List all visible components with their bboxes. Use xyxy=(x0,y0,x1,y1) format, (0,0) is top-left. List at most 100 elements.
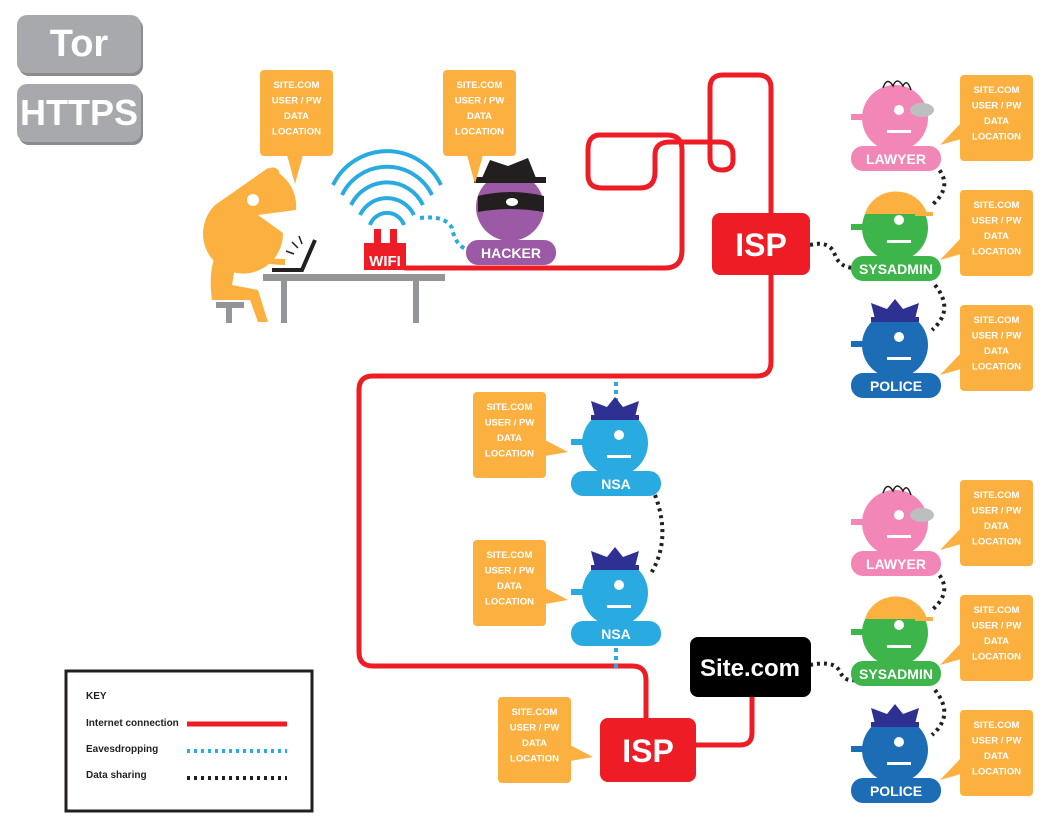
laptop-icon xyxy=(272,239,317,272)
isp1-label: ISP xyxy=(735,227,787,263)
bubble-line: SITE.COM xyxy=(487,402,533,413)
lawyer1-label: LAWYER xyxy=(866,151,926,167)
bubble-line: DATA xyxy=(984,521,1009,532)
police-cap-icon xyxy=(591,547,639,567)
hacker: HACKER xyxy=(466,158,556,265)
isp-node-2: ISP xyxy=(600,718,696,782)
key-label-eavesdrop: Eavesdropping xyxy=(86,744,158,755)
bubble-line: LOCATION xyxy=(485,449,534,460)
bubble-line: SITE.COM xyxy=(974,605,1020,616)
bubble-line: LOCATION xyxy=(972,362,1021,373)
police-cap-icon xyxy=(871,704,919,724)
bubble-line: SITE.COM xyxy=(974,315,1020,326)
police2-label: POLICE xyxy=(870,783,922,799)
sharing-sysadmin-police1 xyxy=(930,283,947,332)
key-label-internet: Internet connection xyxy=(86,718,179,729)
eavesdrop-hacker-wifi xyxy=(419,215,471,252)
nsa1-label: NSA xyxy=(601,476,631,492)
police-cap-icon xyxy=(871,299,919,319)
tab-tor[interactable]: Tor xyxy=(17,15,141,73)
sysadmin1-label: SYSADMIN xyxy=(859,261,933,277)
site-label: Site.com xyxy=(700,655,800,682)
bubble-line: USER / PW xyxy=(972,216,1022,227)
data-exposure-bubble: SITE.COM USER / PW DATA LOCATION xyxy=(498,697,593,783)
bubble-line: LOCATION xyxy=(972,767,1021,778)
hard-hat-icon xyxy=(865,191,927,214)
police-figure: POLICE xyxy=(851,704,941,803)
bubble-line: USER / PW xyxy=(972,506,1022,517)
isp2-label: ISP xyxy=(622,733,674,769)
bubble-line: LOCATION xyxy=(972,132,1021,143)
bubble-line: LOCATION xyxy=(510,754,559,765)
nsa-figure: NSA xyxy=(571,547,661,646)
connection-wifi-isp1 xyxy=(402,72,774,271)
bubble-line: DATA xyxy=(497,433,522,444)
sysadmin-figure: SYSADMIN xyxy=(851,596,941,686)
legend-key: KEY Internet connection Eavesdropping Da… xyxy=(64,669,314,813)
bubble-line: SITE.COM xyxy=(274,80,320,91)
headset-icon xyxy=(910,103,934,117)
data-exposure-bubble: SITE.COM USER / PW DATA LOCATION xyxy=(940,75,1033,161)
bubble-line: SITE.COM xyxy=(974,720,1020,731)
sysadmin-figure: SYSADMIN xyxy=(851,191,941,281)
bubble-line: USER / PW xyxy=(972,331,1022,342)
isp-node-1: ISP xyxy=(712,213,810,275)
hacker-label: HACKER xyxy=(481,245,541,261)
user-at-laptop xyxy=(203,167,445,323)
police1-label: POLICE xyxy=(870,378,922,394)
sysadmin2-label: SYSADMIN xyxy=(859,666,933,682)
sharing-lawyer-sysadmin2 xyxy=(930,568,947,612)
data-exposure-bubble: SITE.COM USER / PW DATA LOCATION xyxy=(473,392,568,478)
wifi-label: WIFI xyxy=(369,253,401,270)
hat-icon xyxy=(482,158,536,178)
bubble-line: LOCATION xyxy=(455,127,504,138)
bubble-line: USER / PW xyxy=(972,101,1022,112)
bubble-line: SITE.COM xyxy=(512,707,558,718)
bubble-line: DATA xyxy=(497,581,522,592)
bubble-line: LOCATION xyxy=(972,537,1021,548)
sharing-isp1-sysadmin xyxy=(809,241,856,270)
data-exposure-bubble: SITE.COM USER / PW DATA LOCATION xyxy=(940,710,1033,796)
sharing-site-sysadmin2 xyxy=(809,661,856,683)
bubble-line: LOCATION xyxy=(972,247,1021,258)
bubble-line: USER / PW xyxy=(485,566,535,577)
sharing-lawyer-sysadmin1 xyxy=(930,163,947,207)
sharing-nsa1-nsa2 xyxy=(648,494,665,577)
wifi-signal-icon xyxy=(331,149,443,226)
bubble-line: DATA xyxy=(522,738,547,749)
bubble-line: SITE.COM xyxy=(457,80,503,91)
lawyer-figure: LAWYER xyxy=(851,80,941,171)
bubble-line: DATA xyxy=(284,111,309,122)
bubble-line: SITE.COM xyxy=(974,85,1020,96)
data-sharing-lines xyxy=(648,163,947,737)
key-title: KEY xyxy=(86,691,107,702)
bubble-line: USER / PW xyxy=(972,621,1022,632)
bubble-line: USER / PW xyxy=(272,96,322,107)
bubble-line: DATA xyxy=(984,346,1009,357)
key-label-sharing: Data sharing xyxy=(86,770,147,781)
nsa2-label: NSA xyxy=(601,626,631,642)
bubble-line: USER / PW xyxy=(972,736,1022,747)
bubble-line: DATA xyxy=(467,111,492,122)
bubble-line: SITE.COM xyxy=(974,490,1020,501)
nsa-figure: NSA xyxy=(571,397,661,496)
site-node: Site.com xyxy=(690,637,811,697)
bubble-line: SITE.COM xyxy=(974,200,1020,211)
bubble-line: USER / PW xyxy=(510,723,560,734)
bubble-line: SITE.COM xyxy=(487,550,533,561)
bubble-line: DATA xyxy=(984,116,1009,127)
data-exposure-bubble: SITE.COM USER / PW DATA LOCATION xyxy=(940,190,1033,276)
connection-isp1-isp2 xyxy=(356,272,774,723)
bubble-line: DATA xyxy=(984,231,1009,242)
sharing-sysadmin-police2 xyxy=(930,688,947,737)
bubble-line: LOCATION xyxy=(972,652,1021,663)
headset-icon xyxy=(910,508,934,522)
lawyer-figure: LAWYER xyxy=(851,485,941,576)
tab-https[interactable]: HTTPS xyxy=(17,84,141,142)
bubble-line: USER / PW xyxy=(485,418,535,429)
bubble-line: DATA xyxy=(984,751,1009,762)
